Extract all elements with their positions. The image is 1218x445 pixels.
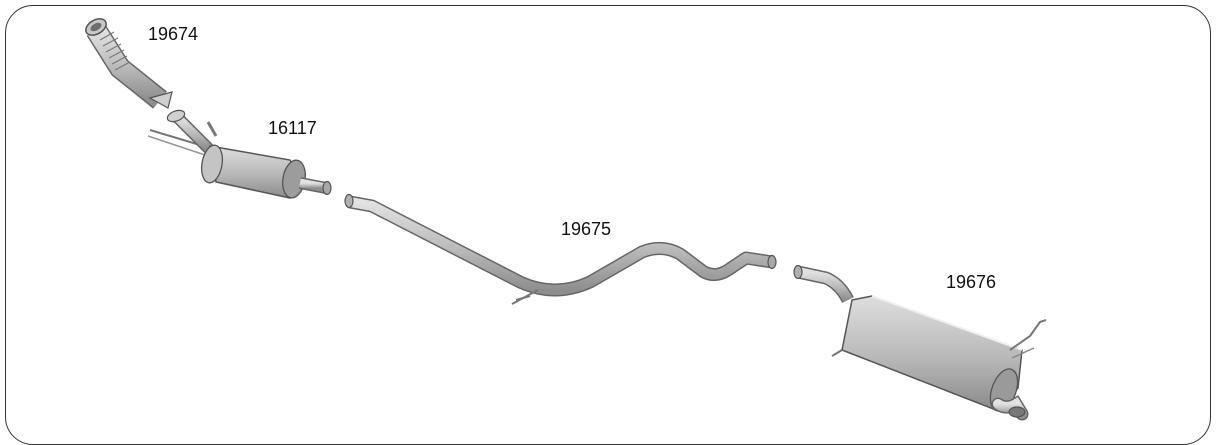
flex-braid	[99, 31, 131, 71]
part-number-middle-pipe: 19675	[561, 219, 612, 239]
flex-pipe-part	[85, 18, 173, 109]
part-number-front-silencer: 16117	[268, 118, 317, 138]
exhaust-system-diagram	[85, 18, 1047, 421]
front-silencer-part	[147, 109, 332, 199]
middle-pipe-part	[344, 193, 777, 305]
rear-silencer-part	[793, 264, 1047, 421]
part-number-flex-pipe: 19674	[148, 24, 199, 44]
part-number-rear-silencer: 19676	[946, 272, 997, 292]
